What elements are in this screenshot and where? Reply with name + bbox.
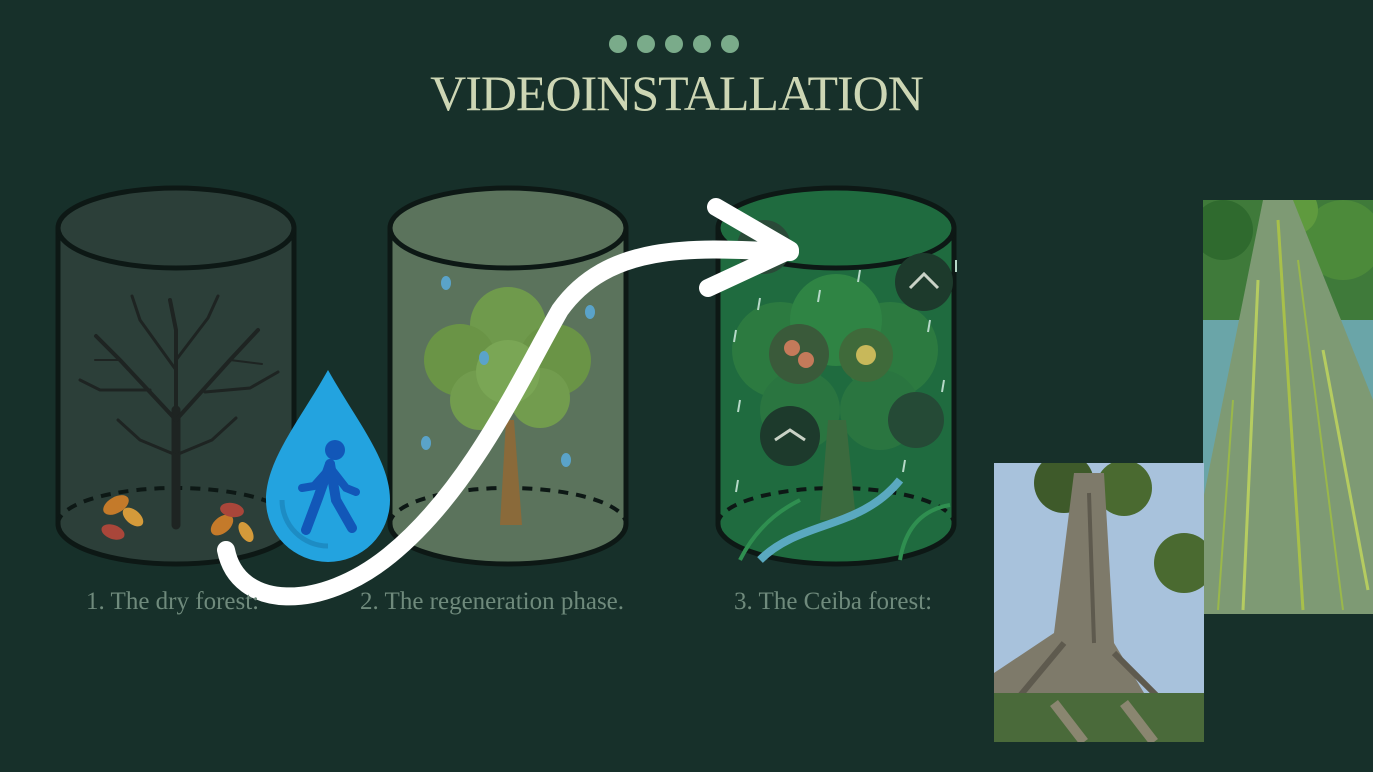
caption-dry-forest: 1. The dry forest: [86,588,260,615]
page-title: VIDEOINSTALLATION [430,65,924,121]
curved-arrow-icon [217,198,799,606]
leaf-icon [101,495,254,542]
pagination-dot [693,35,711,53]
dry-tree-icon [78,294,280,530]
ceiba-trunk-photo [1203,200,1373,614]
cylinder-regeneration [387,185,629,567]
rain-streaks [733,260,957,493]
cylinder-dry-forest [55,185,297,567]
fern-icon [738,498,951,561]
ceiba-roots-photo [994,463,1204,742]
water-drop-walker-icon [266,370,390,562]
pagination-dot [609,35,627,53]
caption-ceiba-forest: 3. The Ceiba forest: [734,588,933,615]
green-tree-icon [424,287,591,525]
flower-icon [769,324,893,384]
caption-regeneration-phase: 2. The regeneration phase. [360,588,625,615]
pagination-dot [637,35,655,53]
pagination-dot [665,35,683,53]
pagination-dots [609,35,745,55]
rain-drop-icon [421,276,595,467]
pagination-dot [721,35,739,53]
